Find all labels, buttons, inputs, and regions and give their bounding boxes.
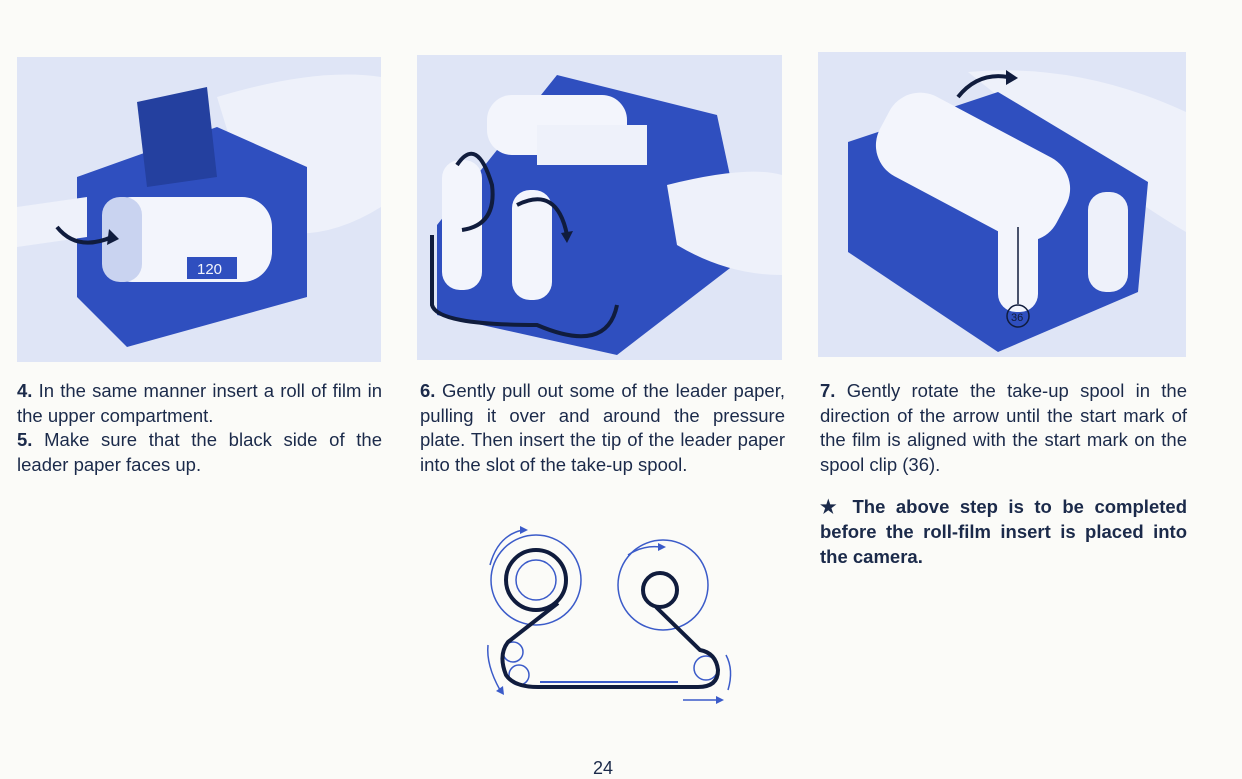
- step-4-text: In the same manner insert a roll of film…: [17, 380, 382, 426]
- left-column-text: 4. In the same manner insert a roll of f…: [17, 379, 382, 477]
- takeup-spool-film: [641, 571, 679, 609]
- film-path: [500, 601, 721, 689]
- photo-leader-paper-illustration: [417, 55, 782, 360]
- right-column-text: 7. Gently rotate the take-up spool in th…: [820, 379, 1187, 569]
- supply-spool-film: [504, 548, 568, 612]
- arrow-supply: [489, 529, 524, 566]
- arrow-takeup: [627, 545, 661, 556]
- middle-column-text: 6. Gently pull out some of the leader pa…: [420, 379, 785, 477]
- photo-insert-roll-illustration: 120: [17, 57, 381, 362]
- spool-clip-callout: 36: [1011, 312, 1023, 324]
- step-4-number: 4.: [17, 380, 33, 401]
- arrow-right: [725, 654, 732, 691]
- photo-leader-paper: [417, 55, 782, 360]
- step-4: 4. In the same manner insert a roll of f…: [17, 379, 382, 428]
- step-6: 6. Gently pull out some of the leader pa…: [420, 379, 785, 477]
- step-7-number: 7.: [820, 380, 836, 401]
- step-6-text: Gently pull out some of the leader paper…: [420, 380, 785, 475]
- supply-spool-outline: [490, 534, 582, 626]
- step-7-text: Gently rotate the take-up spool in the d…: [820, 380, 1187, 475]
- roll-120-label: 120: [197, 261, 222, 278]
- takeup-spool-outline: [617, 539, 709, 631]
- photo-rotate-spool-illustration: 36: [818, 52, 1186, 357]
- photo-rotate-spool: 36: [818, 52, 1186, 357]
- step-5-number: 5.: [17, 429, 33, 451]
- step-6-number: 6.: [420, 380, 436, 401]
- page-number: 24: [593, 758, 614, 778]
- supply-spool-core: [515, 559, 557, 601]
- photo-insert-roll: 120: [17, 57, 381, 362]
- step-7: 7. Gently rotate the take-up spool in th…: [820, 379, 1187, 477]
- film-path-diagram: [487, 526, 732, 704]
- arrow-lower-left: [487, 644, 501, 691]
- completion-note: ★ The above step is to be completed befo…: [820, 496, 1187, 567]
- step-5: 5. Make sure that the black side of the …: [17, 428, 382, 477]
- step-5-text: Make sure that the black side of the lea…: [17, 429, 382, 475]
